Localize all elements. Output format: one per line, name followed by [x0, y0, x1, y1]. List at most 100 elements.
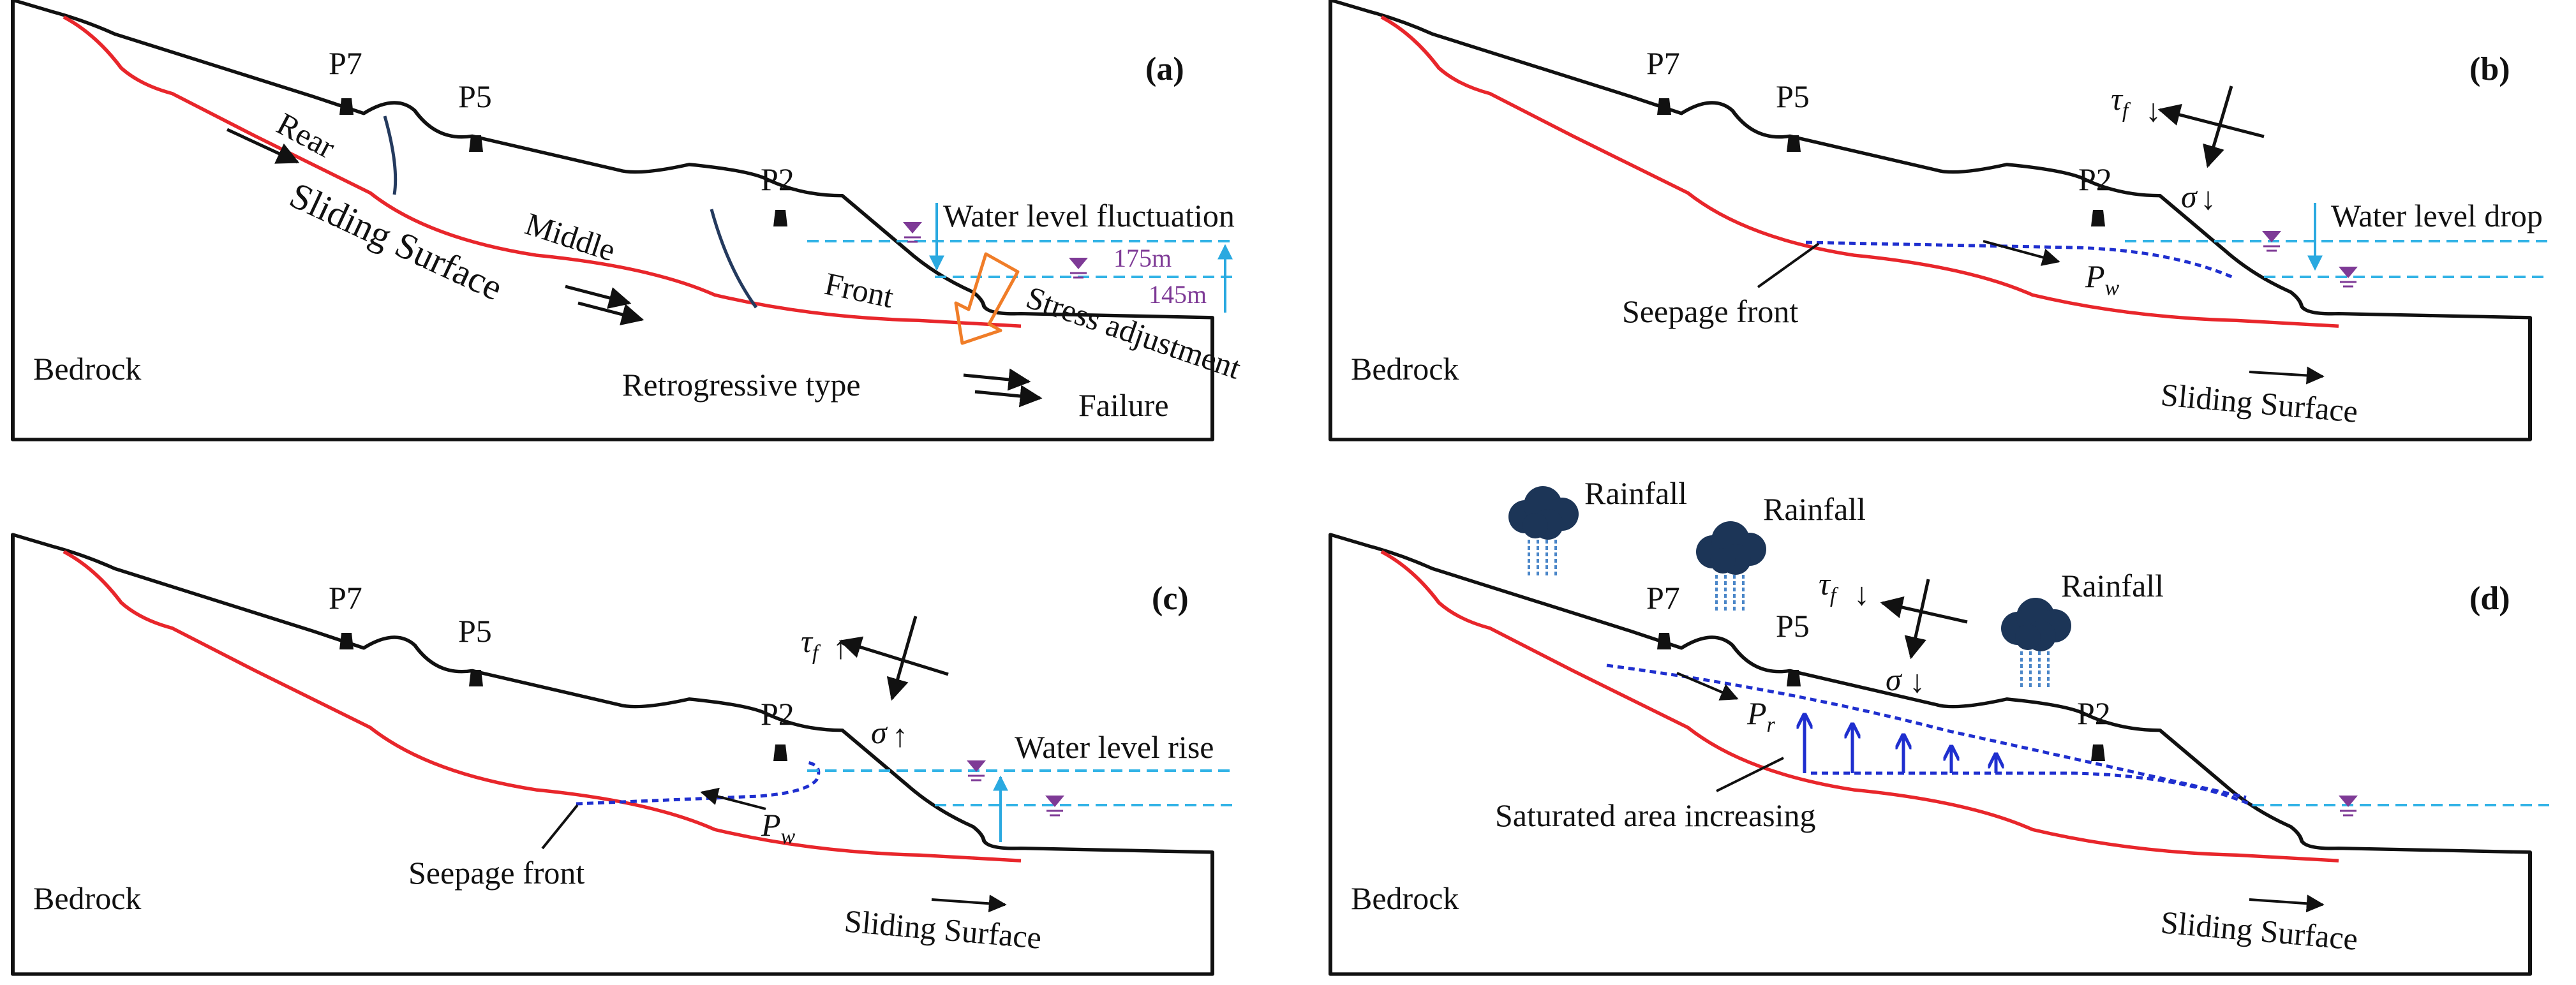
- monitoring-point-p7: [339, 633, 354, 649]
- label-level-high: 175m: [1113, 244, 1172, 272]
- monitoring-point-p5: [469, 670, 483, 686]
- label-sliding-surface: Sliding Surface: [2159, 904, 2359, 957]
- tau-symbol: τf: [801, 623, 821, 665]
- normal-stress-arrow: [2203, 85, 2233, 168]
- monitoring-point-p7: [339, 98, 354, 115]
- pw-symbol: Pw: [2085, 258, 2120, 300]
- seepage-front-line: [1805, 241, 2234, 279]
- tau-symbol: τf: [1819, 566, 1839, 607]
- label-p2: P2: [2078, 161, 2112, 197]
- tau-symbol: τf: [2111, 81, 2131, 122]
- sliding-arrow: [2249, 894, 2325, 913]
- label-rainfall: Rainfall: [1763, 491, 1866, 527]
- monitoring-point-p5: [469, 135, 483, 152]
- label-sliding-surface: Sliding Surface: [843, 903, 1043, 956]
- monitoring-point-p5: [1787, 670, 1801, 686]
- rain-cloud-icon: [1695, 520, 1768, 614]
- movement-arrow-front-2: [974, 385, 1043, 408]
- monitoring-point-p2: [773, 744, 787, 761]
- phreatic-line-upper: [1606, 663, 2247, 799]
- normal-stress-arrow: [886, 616, 918, 701]
- seepage-front-leader: [541, 804, 579, 850]
- movement-arrow-middle-1: [565, 285, 632, 309]
- monitoring-point-p5: [1787, 135, 1801, 152]
- movement-arrow-front-1: [963, 368, 1031, 391]
- label-p5: P5: [1776, 608, 1810, 644]
- tau-decrease-indicator: ↓: [1854, 576, 1870, 612]
- label-sliding-surface: Sliding Surface: [2159, 376, 2359, 429]
- monitoring-point-p7: [1657, 98, 1671, 115]
- label-p5: P5: [458, 78, 492, 114]
- sigma-symbol: σ: [2181, 179, 2198, 214]
- middle-front-boundary: [710, 209, 758, 309]
- panel-letter: (a): [1145, 51, 1184, 87]
- label-bedrock: Bedrock: [33, 351, 141, 387]
- seepage-front-leader: [1757, 242, 1820, 288]
- label-p7: P7: [329, 580, 362, 616]
- label-water-level-rise: Water level rise: [1015, 729, 1214, 765]
- label-p2: P2: [2077, 695, 2111, 731]
- pw-symbol: Pw: [761, 807, 796, 848]
- label-p7: P7: [329, 45, 362, 81]
- monitoring-point-p2: [773, 210, 787, 226]
- panel-d-annotations: P7 P5 P2 (d) Rainfall Rainfall Rainfall …: [1351, 475, 2549, 957]
- pw-arrow: [1983, 240, 2060, 266]
- sigma-increase-indicator: ↑: [892, 718, 908, 753]
- label-front: Front: [822, 265, 897, 315]
- phreatic-line-lower: [1811, 771, 2253, 807]
- saturated-area-leader: [1716, 757, 1784, 792]
- monitoring-point-p7: [1657, 633, 1671, 649]
- label-p2: P2: [761, 161, 794, 197]
- label-saturated-area: Saturated area increasing: [1495, 797, 1816, 833]
- movement-arrow-middle-2: [577, 301, 644, 326]
- rain-cloud-icon: [2000, 596, 2073, 691]
- label-seepage-front: Seepage front: [408, 855, 584, 891]
- label-p5: P5: [1776, 78, 1810, 114]
- monitoring-point-p2: [2091, 210, 2105, 226]
- panel-d: [1330, 535, 2530, 974]
- label-p5: P5: [458, 613, 492, 649]
- sliding-arrow: [2249, 366, 2325, 385]
- label-p2: P2: [761, 696, 794, 732]
- stress-adjustment-arrow: [954, 252, 1020, 345]
- rear-middle-boundary: [383, 115, 398, 195]
- label-bedrock: Bedrock: [33, 880, 141, 916]
- panel-letter: (c): [1152, 581, 1189, 617]
- panel-letter: (d): [2469, 581, 2510, 617]
- shear-stress-arrow: [1880, 596, 1968, 624]
- shear-stress-arrow: [2157, 103, 2265, 138]
- label-seepage-front: Seepage front: [1622, 293, 1798, 329]
- label-water-level-fluctuation: Water level fluctuation: [943, 198, 1235, 233]
- label-rainfall: Rainfall: [1584, 475, 1687, 511]
- rain-cloud-icon: [1507, 485, 1580, 579]
- sigma-symbol: σ: [871, 715, 888, 750]
- pr-symbol: Pr: [1746, 695, 1776, 737]
- pr-arrow: [1676, 672, 1739, 701]
- water-level-symbol: [2337, 794, 2359, 817]
- water-level-symbol-low: [1068, 256, 1089, 279]
- label-p7: P7: [1646, 580, 1680, 616]
- sliding-arrow: [931, 894, 1007, 913]
- label-water-level-drop: Water level drop: [2331, 198, 2543, 233]
- sigma-decrease-indicator: ↓: [2200, 181, 2216, 216]
- tau-increase-indicator: ↑: [833, 630, 849, 665]
- label-level-low: 145m: [1149, 280, 1207, 309]
- label-bedrock: Bedrock: [1351, 351, 1459, 387]
- water-level-symbol-high: [902, 221, 923, 243]
- panel-c-annotations: P7 P5 P2 (c) Seepage front Pw τf ↑ σ ↑ W…: [33, 580, 1233, 956]
- shear-stress-arrow: [838, 636, 949, 676]
- seepage-front-line: [576, 760, 821, 806]
- normal-stress-arrow: [1904, 579, 1930, 660]
- label-failure: Failure: [1078, 387, 1169, 423]
- tau-decrease-indicator: ↓: [2145, 93, 2161, 128]
- label-retrogressive-type: Retrogressive type: [622, 367, 861, 403]
- sigma-decrease-indicator: ↓: [1909, 663, 1925, 699]
- panel-a-annotations: P7 P5 P2 (a) Rear Middle Front Sliding S…: [33, 45, 1246, 423]
- sigma-symbol: σ: [1886, 662, 1903, 697]
- movement-arrow-rear: [226, 128, 300, 164]
- monitoring-point-p2: [2091, 744, 2105, 761]
- panel-b-annotations: P7 P5 P2 (b) Seepage front Pw τf ↓ σ ↓ W…: [1351, 45, 2549, 429]
- pw-arrow: [700, 787, 766, 810]
- panel-letter: (b): [2469, 51, 2510, 87]
